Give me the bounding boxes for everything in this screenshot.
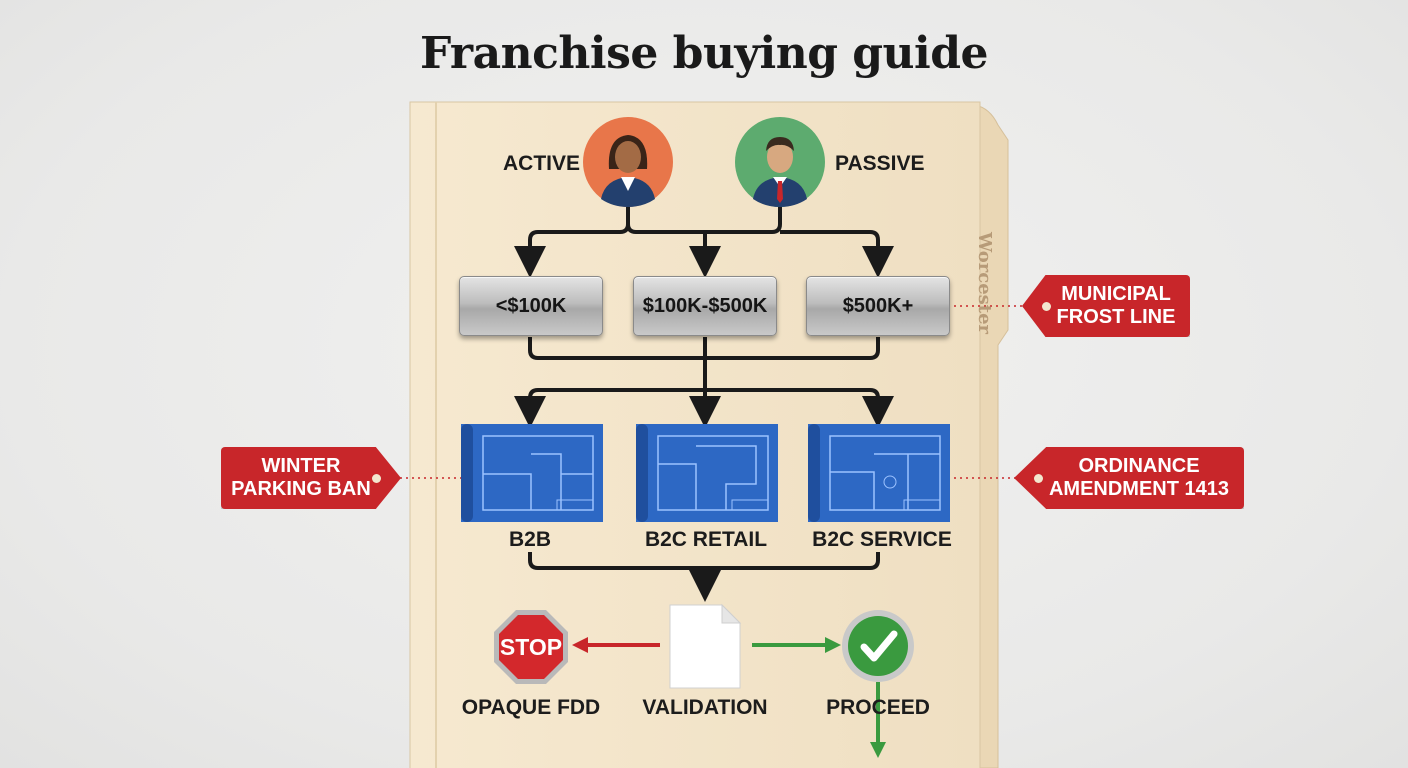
investor-type-active: ACTIVE (503, 152, 581, 175)
stop-sign-icon (494, 610, 568, 684)
tag-winter-parking-ban: WINTER PARKING BAN (221, 447, 401, 509)
business-type-b2c-service: B2C SERVICE (812, 528, 952, 551)
price-tier-under-100k: <$100K (459, 276, 603, 336)
b2c-service-blueprint-icon (808, 424, 950, 522)
b2b-blueprint-icon (461, 424, 603, 522)
price-tier-100k-500k: $100K-$500K (633, 276, 777, 336)
tag-ordinance-amendment: ORDINANCE AMENDMENT 1413 (1014, 447, 1244, 509)
outcome-opaque-fdd: OPAQUE FDD (461, 696, 601, 719)
tag-municipal-frost-line: MUNICIPAL FROST LINE (1022, 275, 1190, 337)
validation-document-icon (669, 603, 742, 689)
business-type-b2c-retail: B2C RETAIL (644, 528, 768, 551)
folder-tab-label: Worcester (974, 232, 995, 335)
investor-type-passive: PASSIVE (835, 152, 925, 175)
female-investor-avatar-icon (583, 117, 673, 207)
outcome-validation: VALIDATION (642, 696, 768, 719)
business-type-b2b: B2B (508, 528, 552, 551)
outcome-proceed: PROCEED (826, 696, 930, 719)
folder-tab (974, 104, 1009, 768)
male-investor-avatar-icon (735, 117, 825, 207)
proceed-check-icon (842, 610, 914, 682)
page-title: Franchise buying guide (419, 28, 989, 79)
price-tier-500k-plus: $500K+ (806, 276, 950, 336)
stop-sign-text: STOP (499, 634, 563, 660)
b2c-retail-blueprint-icon (636, 424, 778, 522)
